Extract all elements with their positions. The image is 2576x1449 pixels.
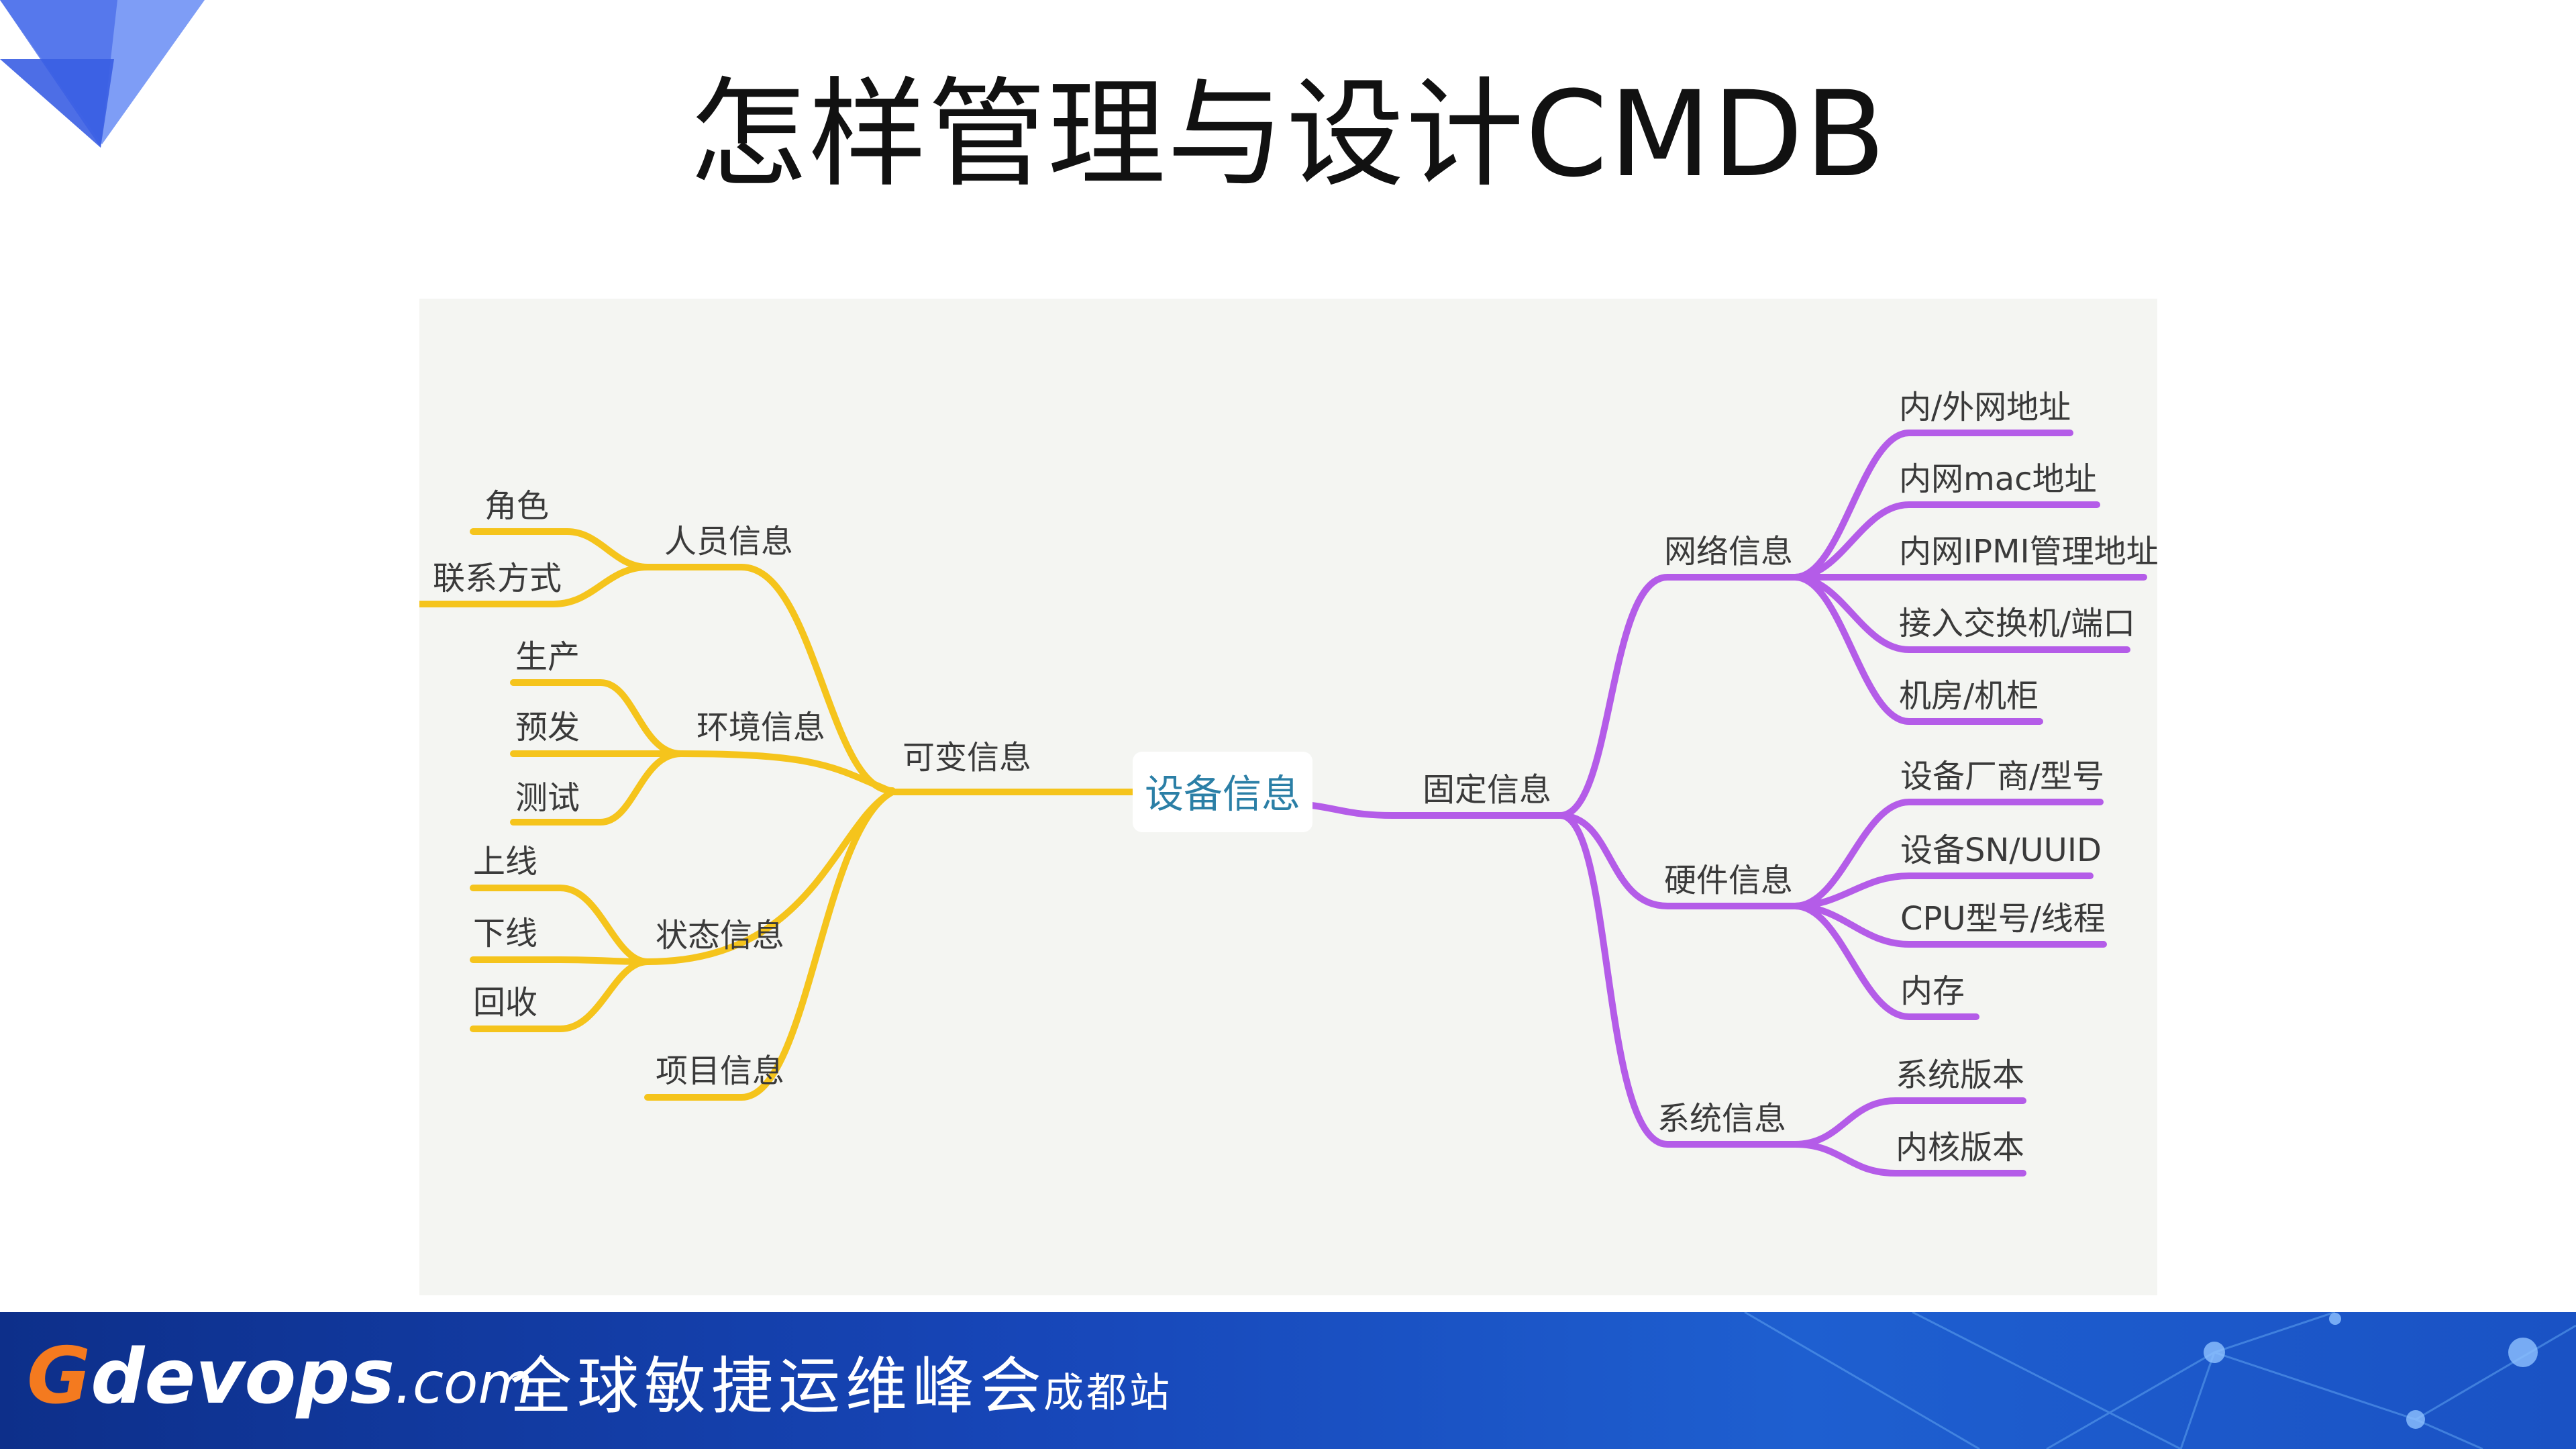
hardware-info-label: 硬件信息 [1664, 862, 1793, 899]
ip-address-label: 内/外网地址 [1899, 389, 2071, 426]
production-label: 生产 [515, 638, 580, 676]
event-name: 全球敏捷运维峰会 [510, 1350, 1047, 1422]
offline-label: 下线 [473, 915, 537, 952]
room-rack-label: 机房/机柜 [1899, 677, 2039, 715]
network-decoration-icon [1744, 1312, 2576, 1449]
contact-label: 联系方式 [433, 560, 562, 597]
os-version-label: 系统版本 [1896, 1056, 2024, 1094]
kernel-version-label: 内核版本 [1896, 1129, 2024, 1166]
device-sn-label: 设备SN/UUID [1900, 832, 2102, 869]
network-info-label: 网络信息 [1664, 533, 1793, 570]
fixed-info-label: 固定信息 [1423, 771, 1551, 809]
mac-address-label: 内网mac地址 [1899, 460, 2097, 498]
ipmi-address-label: 内网IPMI管理地址 [1899, 533, 2157, 570]
personnel-info-label: 人员信息 [664, 523, 793, 560]
status-info-label: 状态信息 [656, 917, 784, 954]
footer-banner: G devops .com 全球敏捷运维峰会 成都站 [0, 1312, 2576, 1449]
mindmap-diagram: 设备信息 可变信息 人员信息 角色 联系方式 环境信息 生产 预发 测试 状态信… [419, 299, 2157, 1295]
slide-title: 怎样管理与设计CMDB [688, 66, 1887, 203]
role-label: 角色 [484, 487, 549, 525]
root-node-box [1133, 752, 1312, 832]
brand-devops: devops [91, 1334, 395, 1421]
variable-branch-lines [419, 528, 1136, 1101]
environment-info-label: 环境信息 [697, 709, 825, 746]
event-site: 成都站 [1043, 1370, 1172, 1417]
switch-port-label: 接入交换机/端口 [1899, 605, 2135, 642]
vendor-model-label: 设备厂商/型号 [1900, 758, 2104, 795]
system-info-label: 系统信息 [1657, 1100, 1786, 1138]
testing-label: 测试 [515, 779, 580, 817]
online-label: 上线 [473, 843, 537, 881]
root-node-label: 设备信息 [1145, 771, 1300, 817]
project-info-label: 项目信息 [656, 1052, 784, 1090]
cpu-model-label: CPU型号/线程 [1900, 900, 2106, 938]
staging-label: 预发 [515, 709, 580, 746]
mindmap-canvas: 设备信息 可变信息 人员信息 角色 联系方式 环境信息 生产 预发 测试 状态信… [419, 389, 2157, 1177]
recycle-label: 回收 [473, 984, 537, 1021]
triangle-logo-icon [0, 0, 205, 148]
memory-label: 内存 [1900, 972, 1965, 1010]
variable-info-label: 可变信息 [903, 739, 1031, 777]
brand-dotcom: .com [395, 1350, 533, 1416]
gdevops-brand: G devops .com [27, 1331, 533, 1432]
brand-g: G [27, 1331, 91, 1421]
fixed-branch-lines [1308, 430, 2147, 1177]
